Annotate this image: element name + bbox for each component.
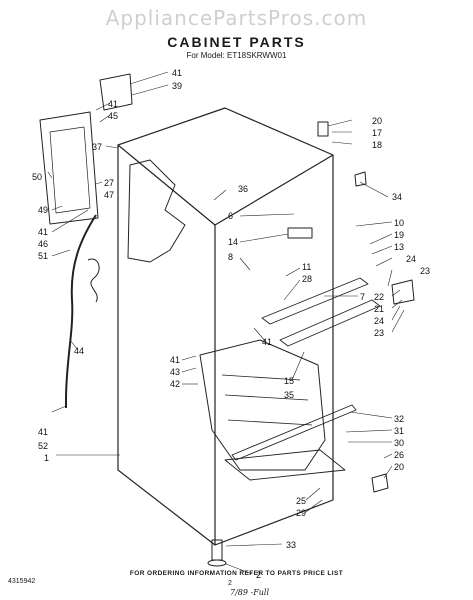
callout-label: 21 <box>374 304 384 314</box>
callout-label: 17 <box>372 128 382 138</box>
callout-label: 39 <box>172 81 182 91</box>
callout-label: 1 <box>44 453 49 463</box>
callout-label: 23 <box>374 328 384 338</box>
callout-label: 27 <box>104 178 114 188</box>
callout-label: 24 <box>406 254 416 264</box>
callout-label: 44 <box>74 346 84 356</box>
callout-label: 19 <box>394 230 404 240</box>
callout-label: 18 <box>372 140 382 150</box>
callout-label: 14 <box>228 237 238 247</box>
callout-label: 15 <box>284 376 294 386</box>
part-callouts: 41 39 41 45 37 50 27 47 49 41 46 51 44 4… <box>32 68 430 580</box>
ordering-note: FOR ORDERING INFORMATION REFER TO PARTS … <box>129 570 344 577</box>
callout-label: 35 <box>284 390 294 400</box>
cabinet-drawing <box>39 73 415 567</box>
callout-label: 11 <box>302 262 311 272</box>
callout-label: 49 <box>38 205 48 215</box>
callout-label: 20 <box>394 462 404 472</box>
callout-label: 25 <box>296 496 306 506</box>
callout-label: 41 <box>38 427 48 437</box>
leader-lines <box>47 71 405 575</box>
callout-label: 7 <box>360 292 365 302</box>
callout-label: 47 <box>104 190 114 200</box>
callout-label: 41 <box>170 355 180 365</box>
callout-label: 51 <box>38 251 48 261</box>
model-number: For Model: ET18SKRWW01 <box>186 51 287 60</box>
diagram-title: CABINET PARTS <box>167 34 306 50</box>
document-number: 4315942 <box>8 578 36 585</box>
callout-label: 41 <box>172 68 182 78</box>
callout-label: 37 <box>92 142 102 152</box>
callout-label: 41 <box>38 227 48 237</box>
callout-label: 41 <box>108 99 118 109</box>
callout-label: 24 <box>374 316 384 326</box>
callout-label: 46 <box>38 239 48 249</box>
callout-label: 33 <box>286 540 296 550</box>
callout-label: 22 <box>374 292 384 302</box>
callout-label: 43 <box>170 367 180 377</box>
callout-label: 6 <box>228 211 233 221</box>
callout-label: 41 <box>262 337 272 347</box>
callout-label: 30 <box>394 438 404 448</box>
callout-label: 10 <box>394 218 404 228</box>
callout-label: 8 <box>228 252 233 262</box>
callout-label: 13 <box>394 242 404 252</box>
callout-label: 28 <box>302 274 312 284</box>
callout-label: 34 <box>392 192 402 202</box>
callout-label: 26 <box>394 450 404 460</box>
callout-label: 29 <box>296 508 306 518</box>
callout-label: 52 <box>38 441 48 451</box>
callout-label: 23 <box>420 266 430 276</box>
callout-label: 31 <box>394 426 404 436</box>
page-number: 2 <box>228 580 232 587</box>
callout-label: 20 <box>372 116 382 126</box>
callout-label: 32 <box>394 414 404 424</box>
callout-label: 42 <box>170 379 180 389</box>
callout-label: 36 <box>238 184 248 194</box>
callout-label: 45 <box>108 111 118 121</box>
handwritten-note: 7/89 -Full <box>230 588 270 597</box>
callout-label: 2 <box>256 570 261 580</box>
callout-label: 50 <box>32 172 42 182</box>
watermark: AppliancePartsPros.com <box>105 6 368 30</box>
